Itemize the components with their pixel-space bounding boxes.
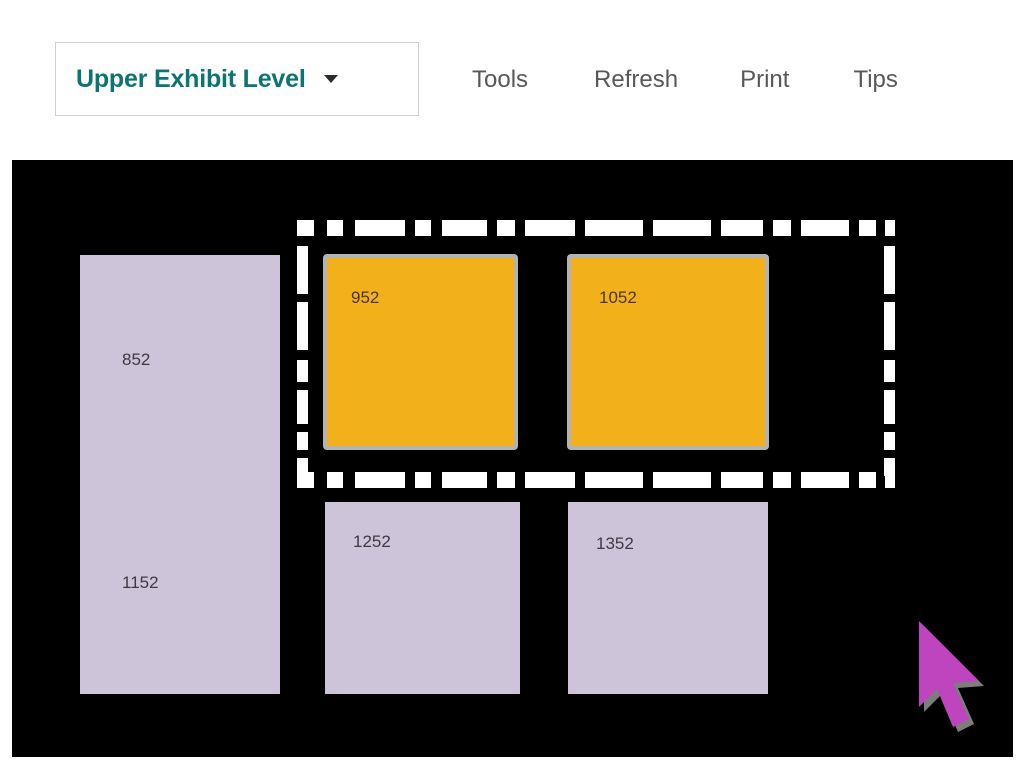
floor-plan-map[interactable]: 852 1152 952 1052 1252 1352 [12,160,1013,757]
nav-item-refresh[interactable]: Refresh [594,66,679,93]
booth-1052[interactable]: 1052 [567,254,769,450]
level-select-dropdown[interactable]: Upper Exhibit Level [55,42,419,116]
booth-1252[interactable]: 1252 [325,502,520,694]
header-bar: Upper Exhibit Level Tools Refresh Print … [0,0,1024,160]
booth-label-852: 852 [122,350,151,369]
booth-label-1052: 1052 [599,288,637,307]
main-nav: Tools Refresh Print Tips [470,58,900,102]
booth-label-1152: 1152 [122,573,159,592]
booth-1352[interactable]: 1352 [568,502,768,694]
mouse-pointer-icon [907,615,991,733]
marquee-edge-right [884,220,895,488]
level-select-label: Upper Exhibit Level [76,64,306,93]
marquee-edge-left [297,220,308,488]
chevron-down-icon [323,75,338,83]
nav-item-print[interactable]: Print [740,66,790,93]
booth-label-952: 952 [351,288,380,307]
booth-852-1152[interactable]: 852 1152 [80,255,280,694]
nav-item-tips[interactable]: Tips [853,66,898,93]
booth-952[interactable]: 952 [323,254,518,450]
marquee-edge-bottom [297,472,895,488]
booth-label-1352: 1352 [596,534,634,553]
booth-label-1252: 1252 [353,532,391,551]
nav-item-tools[interactable]: Tools [472,66,529,93]
marquee-edge-top [297,220,895,236]
